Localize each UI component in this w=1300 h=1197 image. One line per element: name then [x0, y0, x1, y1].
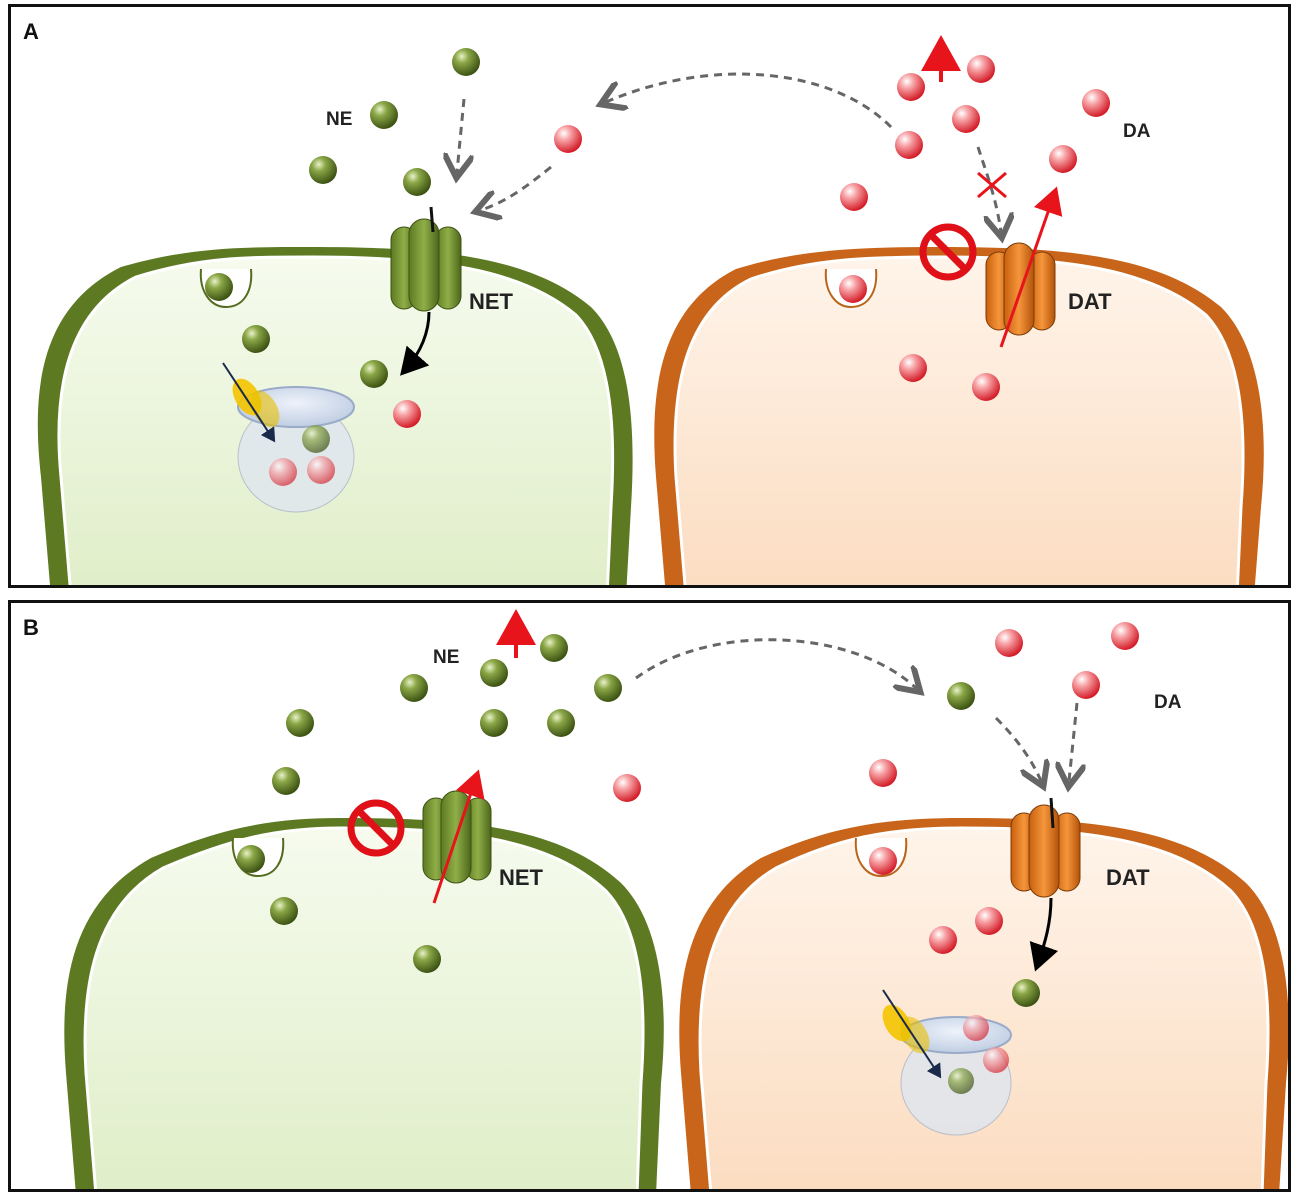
blocked-icon [347, 799, 405, 857]
da-molecule [895, 131, 923, 159]
da-molecule [952, 105, 980, 133]
da-molecule [839, 275, 867, 303]
net-transporter: NET [390, 206, 514, 314]
da-label: DA [1154, 692, 1182, 713]
ne-molecule [1012, 979, 1040, 1007]
da-molecule [972, 373, 1000, 401]
dat-transporter: DAT [985, 242, 1112, 336]
ne-molecule [452, 48, 480, 76]
norepinephrine-molecules [205, 48, 480, 388]
panel-b: B NET [8, 600, 1291, 1192]
dopaminergic-neuron [654, 247, 1264, 585]
ne-molecule [242, 325, 270, 353]
ne-molecule [480, 659, 508, 687]
da-label: DA [1123, 121, 1151, 142]
arrows [432, 609, 1077, 972]
ne-molecule [400, 674, 428, 702]
da-molecule [929, 926, 957, 954]
da-molecule [995, 629, 1023, 657]
panel-b-diagram: NET DAT [64, 609, 1288, 1189]
panel-letter-b: B [23, 615, 39, 640]
dopamine-molecules [393, 55, 1110, 428]
ne-molecule [370, 101, 398, 129]
ne-molecule [540, 634, 568, 662]
ne-molecule [360, 360, 388, 388]
ne-molecule [480, 709, 508, 737]
da-molecule [840, 183, 868, 211]
da-molecule [1082, 89, 1110, 117]
ne-molecule [237, 845, 265, 873]
ne-molecule [309, 156, 337, 184]
ne-molecule [947, 682, 975, 710]
dat-transporter: DAT [1010, 797, 1150, 898]
net-label: NET [469, 289, 514, 314]
ne-molecule [594, 674, 622, 702]
ne-molecule [272, 767, 300, 795]
net-label: NET [499, 865, 544, 890]
dopamine-molecules [613, 622, 1139, 954]
ne-molecule [286, 709, 314, 737]
panel-letter-a: A [23, 19, 39, 44]
da-molecule [393, 400, 421, 428]
da-molecule [613, 774, 641, 802]
vesicle [222, 362, 355, 513]
vesicle [882, 989, 1012, 1136]
blocked-icon [919, 223, 977, 281]
ne-label: NE [433, 647, 459, 668]
da-molecule [1072, 671, 1100, 699]
da-molecule [975, 907, 1003, 935]
da-molecule [897, 73, 925, 101]
ne-label: NE [326, 109, 352, 130]
da-molecule [1049, 145, 1077, 173]
ne-molecule [270, 897, 298, 925]
ne-molecule [413, 945, 441, 973]
da-molecule [967, 55, 995, 83]
panel-a: A NET [8, 4, 1291, 588]
da-molecule [869, 759, 897, 787]
ne-molecule [205, 273, 233, 301]
dat-label: DAT [1106, 865, 1150, 890]
ne-molecule [403, 168, 431, 196]
dat-label: DAT [1068, 289, 1112, 314]
da-molecule [1111, 622, 1139, 650]
dopaminergic-neuron [679, 818, 1288, 1189]
da-molecule [554, 125, 582, 153]
arrows [400, 35, 1063, 376]
panel-a-diagram: NET DAT [37, 35, 1264, 585]
ne-molecule [547, 709, 575, 737]
da-molecule [869, 847, 897, 875]
norepinephrine-molecules [237, 634, 1040, 1007]
da-molecule [899, 354, 927, 382]
noradrenergic-neuron [64, 818, 664, 1189]
